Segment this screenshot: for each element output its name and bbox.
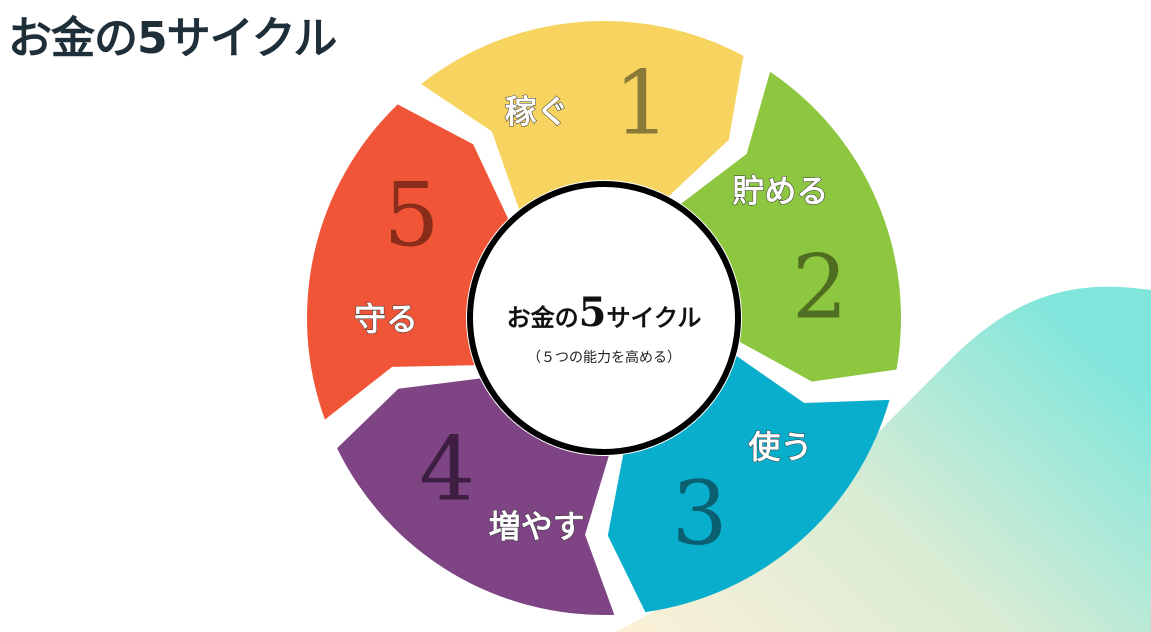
segment-label: 貯める xyxy=(732,172,828,210)
center-circle xyxy=(467,181,741,455)
segment-5 xyxy=(306,104,509,420)
segment-label: 使う xyxy=(747,428,812,466)
segment-number: 1 xyxy=(614,51,670,154)
segment-number: 3 xyxy=(672,462,728,565)
segment-1 xyxy=(421,20,744,210)
segment-label: 稼ぐ xyxy=(505,93,569,131)
segment-number: 5 xyxy=(384,164,440,267)
segment-4 xyxy=(337,378,615,615)
page-title: お金の5サイクル xyxy=(8,13,337,64)
segment-3 xyxy=(607,356,890,613)
segment-label: 増やす xyxy=(489,507,585,545)
segment-2 xyxy=(681,71,901,382)
segment-number: 4 xyxy=(419,417,475,520)
segment-number: 2 xyxy=(792,236,848,339)
segment-label: 守る xyxy=(354,300,418,338)
center-title: お金の5サイクル xyxy=(507,289,702,336)
center-subtitle: （５つの能力を高める） xyxy=(527,349,681,366)
